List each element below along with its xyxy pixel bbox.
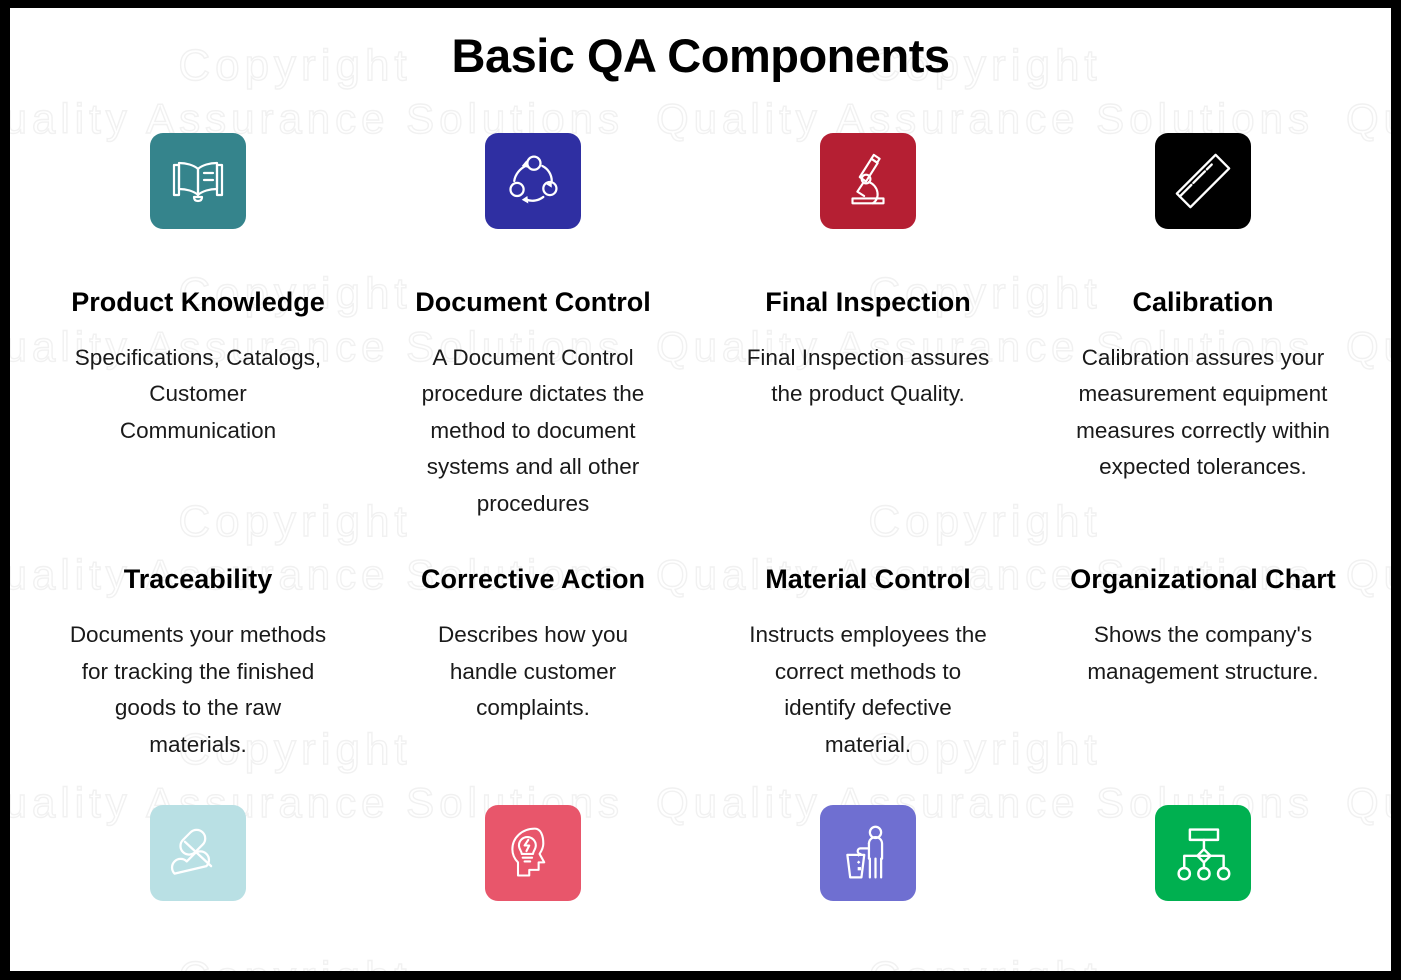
icon-cell-product-knowledge	[31, 133, 366, 229]
bottom-icon-row	[31, 805, 1371, 902]
top-text-row: Product Knowledge Specifications, Catalo…	[31, 287, 1371, 522]
icon-tile-final-inspection	[820, 133, 916, 229]
icon-cell-corrective-action	[366, 805, 701, 902]
component-heading: Corrective Action	[420, 564, 646, 595]
component-heading: Final Inspection	[765, 287, 971, 317]
component-traceability: Traceability Documents your methods for …	[31, 564, 366, 763]
icon-tile-product-knowledge	[150, 133, 246, 229]
icon-cell-document-control	[366, 133, 701, 229]
component-body: Shows the company's management structure…	[1087, 622, 1319, 684]
infographic-content: Basic QA Components	[10, 28, 1391, 971]
component-heading: Material Control	[765, 564, 971, 595]
icon-cell-calibration	[1036, 133, 1371, 229]
component-document-control: Document Control A Document Control proc…	[366, 287, 701, 522]
head-lightbulb-icon	[503, 823, 563, 883]
component-heading: Document Control	[415, 287, 651, 317]
process-cycle-icon	[503, 151, 563, 211]
waste-disposal-icon	[838, 823, 898, 883]
icon-cell-material-control	[701, 805, 1036, 902]
component-calibration: Calibration Calibration assures your mea…	[1036, 287, 1371, 486]
component-body: Final Inspection assures the product Qua…	[746, 345, 990, 407]
icon-cell-final-inspection	[701, 133, 1036, 229]
microscope-icon	[837, 150, 899, 212]
component-body: Documents your methods for tracking the …	[69, 622, 327, 757]
component-body: Calibration assures your measurement equ…	[1076, 345, 1330, 480]
ruler-icon	[1172, 150, 1234, 212]
icon-tile-calibration	[1155, 133, 1251, 229]
bottom-text-row: Traceability Documents your methods for …	[31, 564, 1371, 763]
component-heading: Organizational Chart	[1070, 564, 1336, 595]
org-chart-icon	[1173, 823, 1233, 883]
icon-tile-corrective-action	[485, 805, 581, 902]
component-product-knowledge: Product Knowledge Specifications, Catalo…	[31, 287, 366, 449]
component-body: Instructs employees the correct methods …	[749, 622, 987, 757]
chain-link-icon	[168, 823, 228, 883]
component-corrective-action: Corrective Action Describes how you hand…	[366, 564, 701, 763]
icon-tile-traceability	[150, 805, 246, 902]
component-material-control: Material Control Instructs employees the…	[701, 564, 1036, 763]
top-icon-row	[31, 133, 1371, 229]
icon-cell-traceability	[31, 805, 366, 902]
component-body: Specifications, Catalogs, Customer Commu…	[74, 345, 322, 443]
icon-tile-organizational-chart	[1155, 805, 1251, 902]
icon-tile-material-control	[820, 805, 916, 902]
icon-tile-document-control	[485, 133, 581, 229]
component-final-inspection: Final Inspection Final Inspection assure…	[701, 287, 1036, 413]
component-body: Describes how you handle customer compla…	[437, 622, 629, 721]
icon-cell-organizational-chart	[1036, 805, 1371, 902]
component-body: A Document Control procedure dictates th…	[421, 345, 645, 516]
open-book-icon	[166, 149, 230, 213]
component-heading: Product Knowledge	[71, 287, 325, 317]
component-organizational-chart: Organizational Chart Shows the company's…	[1036, 564, 1371, 763]
page-title: Basic QA Components	[451, 29, 951, 82]
component-heading: Calibration	[1132, 287, 1274, 317]
component-heading: Traceability	[123, 564, 273, 595]
